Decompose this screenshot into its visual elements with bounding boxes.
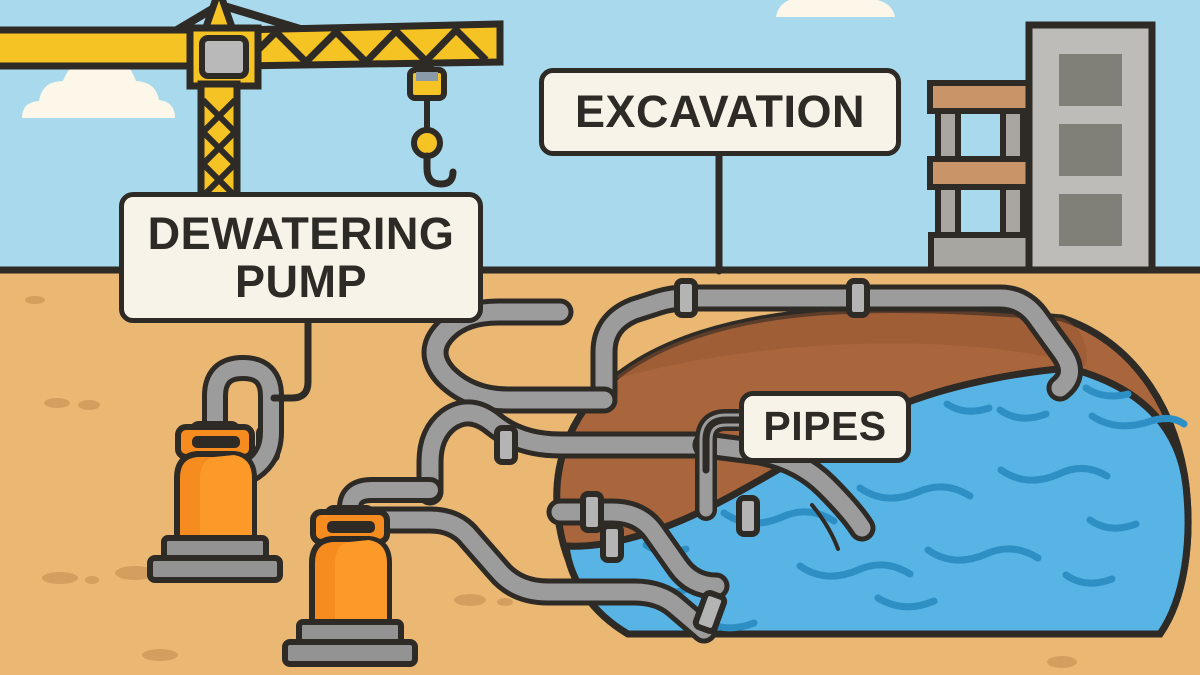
label-excavation[interactable]: EXCAVATION [539, 68, 901, 156]
building-window-3 [1059, 194, 1122, 246]
leader-dewatering [270, 318, 312, 402]
label-dewatering-pump-text: DEWATERING PUMP [148, 210, 455, 305]
label-pipes[interactable]: PIPES [739, 391, 911, 463]
label-leader-lines [270, 152, 764, 474]
scaffolding-structure [927, 80, 1043, 274]
pipe-left-entry-group [546, 498, 730, 600]
leader-pipes [702, 416, 764, 474]
label-excavation-text: EXCAVATION [574, 86, 865, 138]
concrete-building [1025, 21, 1156, 276]
crane-counter-jib [0, 26, 204, 70]
building-window-1 [1059, 54, 1122, 106]
excavation-pit [553, 306, 1192, 638]
label-dewatering-pump-line2: PUMP [234, 255, 367, 307]
cloud-top [776, 0, 895, 17]
dewatering-pump-2 [282, 477, 443, 667]
cloud-left [22, 55, 175, 118]
crane-hook-block [411, 127, 443, 159]
building-window-2 [1059, 124, 1122, 176]
dewatering-pump-1 [147, 354, 284, 583]
label-pipes-text: PIPES [763, 403, 887, 450]
label-dewatering-pump[interactable]: DEWATERING PUMP [119, 192, 483, 323]
crane-hook [423, 152, 457, 188]
crane-operator-cab-window [199, 35, 249, 79]
crane-jib-truss [243, 26, 489, 66]
label-dewatering-pump-line1: DEWATERING [147, 208, 455, 260]
